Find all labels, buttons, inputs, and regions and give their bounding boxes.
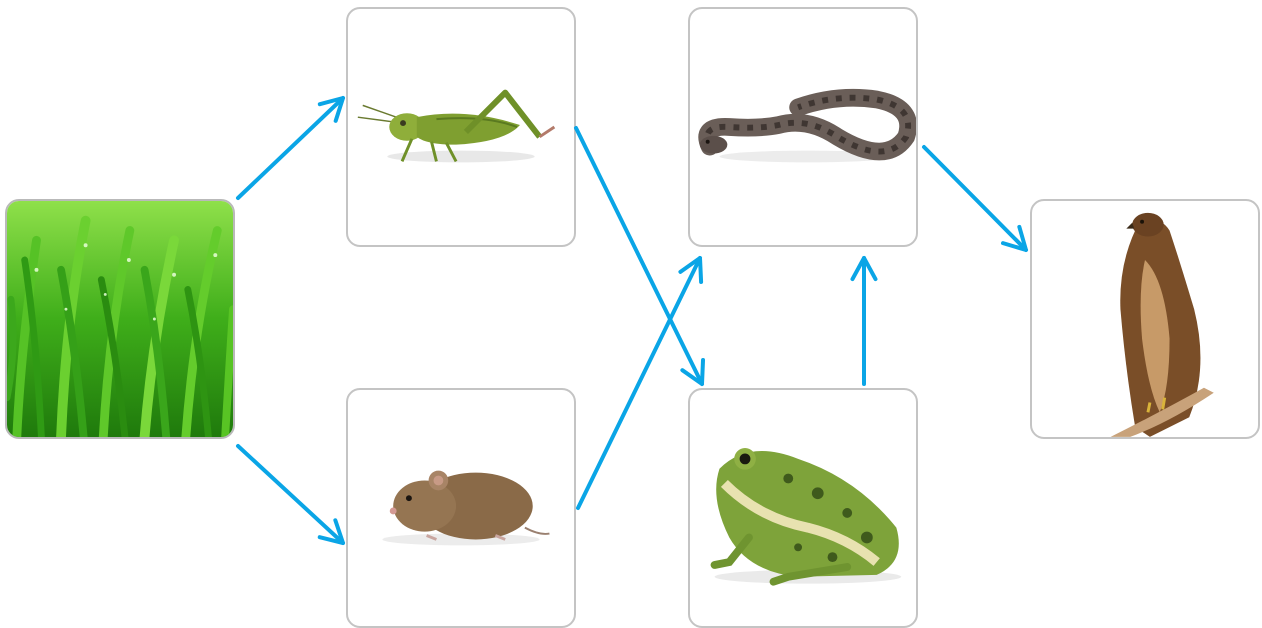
arrowhead-snake-to-hawk <box>1003 227 1026 250</box>
frog-card <box>688 388 918 628</box>
grass-card <box>5 199 235 439</box>
arrowhead-grass-to-grasshopper <box>320 98 343 121</box>
hawk-image <box>1032 201 1258 437</box>
snake-image <box>690 9 916 245</box>
snake-card <box>688 7 918 247</box>
arrow-mouse-to-snake <box>578 258 700 508</box>
grass-image <box>7 201 233 437</box>
arrow-grass-to-grasshopper <box>238 98 343 198</box>
arrowhead-grasshopper-to-frog <box>682 360 703 384</box>
mouse-image <box>348 390 574 626</box>
arrowhead-grass-to-mouse <box>320 520 343 543</box>
grasshopper-image <box>348 9 574 245</box>
arrow-grasshopper-to-frog <box>576 128 702 384</box>
arrow-snake-to-hawk <box>924 147 1026 250</box>
frog-image <box>690 390 916 626</box>
grasshopper-card <box>346 7 576 247</box>
arrow-grass-to-mouse <box>238 446 343 543</box>
arrowhead-mouse-to-snake <box>680 258 701 282</box>
hawk-card <box>1030 199 1260 439</box>
arrowhead-frog-to-snake <box>852 258 875 279</box>
mouse-card <box>346 388 576 628</box>
